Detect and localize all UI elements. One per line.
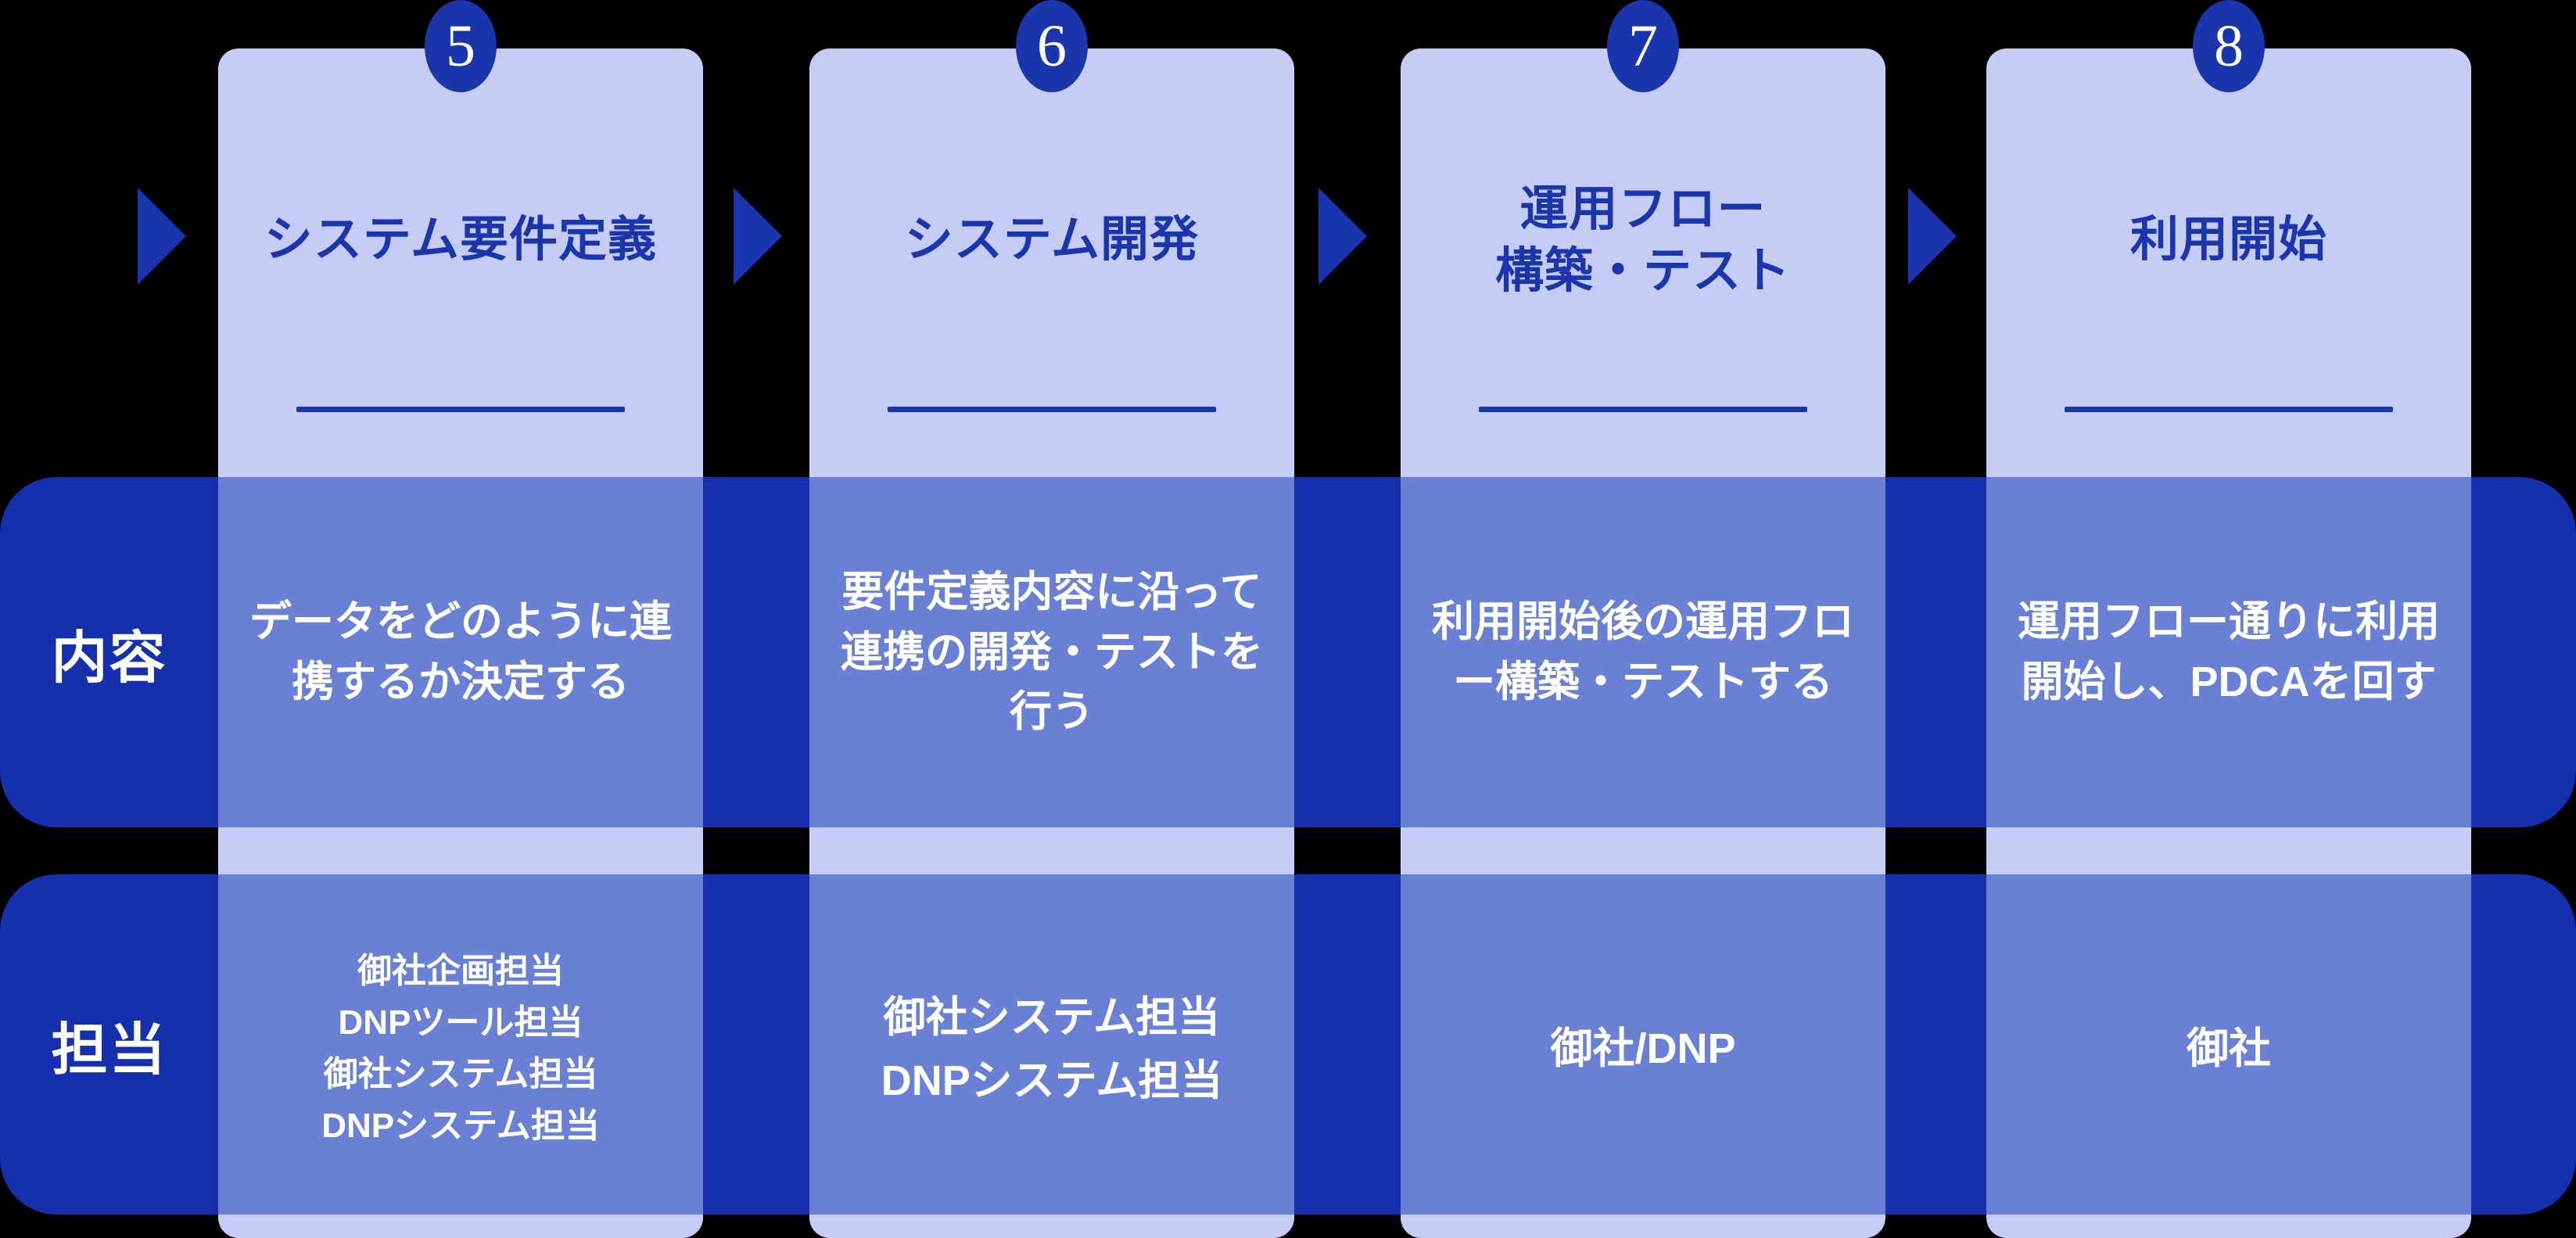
owner-item: 御社システム担当	[883, 993, 1221, 1041]
step-content-cell: 運用フロー通りに利用開始し、PDCAを回す	[1986, 477, 2471, 827]
step-number-badge: 8	[2193, 0, 2265, 92]
row-label-content: 内容	[51, 626, 167, 690]
flow-arrow-icon	[734, 188, 782, 285]
step-column-7[interactable]: 7 運用フロー 構築・テスト 利用開始後の運用フロー構築・テストする 御社/DN…	[1401, 0, 1885, 1238]
owner-item: DNPシステム担当	[881, 1057, 1223, 1104]
title-divider	[2065, 407, 2393, 412]
step-owner-cell: 御社/DNP	[1401, 874, 1885, 1215]
step-title: システム開発	[809, 150, 1294, 330]
step-content-cell: 要件定義内容に沿って連携の開発・テストを行う	[809, 477, 1294, 827]
flow-arrow-icon	[1318, 188, 1367, 285]
title-divider	[1479, 407, 1807, 412]
step-column-8[interactable]: 8 利用開始 運用フロー通りに利用開始し、PDCAを回す 御社	[1986, 0, 2471, 1238]
step-owner-cell: 御社	[1986, 874, 2471, 1215]
step-title-line: 運用フロー	[1519, 181, 1767, 236]
step-title-line: システム要件定義	[264, 213, 658, 267]
step-content-cell: データをどのように連携するか決定する	[218, 477, 703, 827]
owner-list: 御社システム担当 DNPシステム担当	[881, 982, 1222, 1107]
owner-item: 御社	[2187, 1025, 2271, 1072]
step-title-line: 利用開始	[2129, 213, 2327, 267]
owner-item: 御社/DNP	[1550, 1025, 1736, 1072]
step-column-5[interactable]: 5 システム要件定義 データをどのように連携するか決定する 御社企画担当 DNP…	[218, 0, 703, 1238]
owner-item: DNPツール担当	[338, 1003, 583, 1042]
step-number-badge: 7	[1607, 0, 1679, 92]
step-owner-cell: 御社システム担当 DNPシステム担当	[809, 874, 1294, 1215]
step-owner-cell: 御社企画担当 DNPツール担当 御社システム担当 DNPシステム担当	[218, 874, 703, 1215]
title-divider	[888, 407, 1216, 412]
flow-arrow-icon	[138, 188, 186, 285]
step-title: システム要件定義	[218, 150, 703, 330]
owner-list: 御社/DNP	[1550, 1014, 1735, 1075]
step-title: 運用フロー 構築・テスト	[1401, 150, 1885, 330]
step-content-cell: 利用開始後の運用フロー構築・テストする	[1401, 477, 1885, 827]
step-title-line: 構築・テスト	[1494, 244, 1791, 298]
title-divider	[296, 407, 625, 412]
step-number-badge: 6	[1016, 0, 1088, 92]
owner-item: 御社システム担当	[323, 1054, 598, 1093]
step-title-line: システム開発	[904, 213, 1200, 267]
owner-item: DNPシステム担当	[321, 1106, 600, 1145]
step-column-6[interactable]: 6 システム開発 要件定義内容に沿って連携の開発・テストを行う 御社システム担当…	[809, 0, 1294, 1238]
row-label-owner: 担当	[51, 1019, 167, 1082]
owner-list: 御社	[2187, 1014, 2271, 1075]
owner-list: 御社企画担当 DNPツール担当 御社システム担当 DNPシステム担当	[321, 942, 600, 1147]
owner-item: 御社企画担当	[357, 951, 564, 990]
flow-arrow-icon	[1908, 188, 1957, 285]
step-number-badge: 5	[425, 0, 497, 92]
step-title: 利用開始	[1986, 150, 2471, 330]
